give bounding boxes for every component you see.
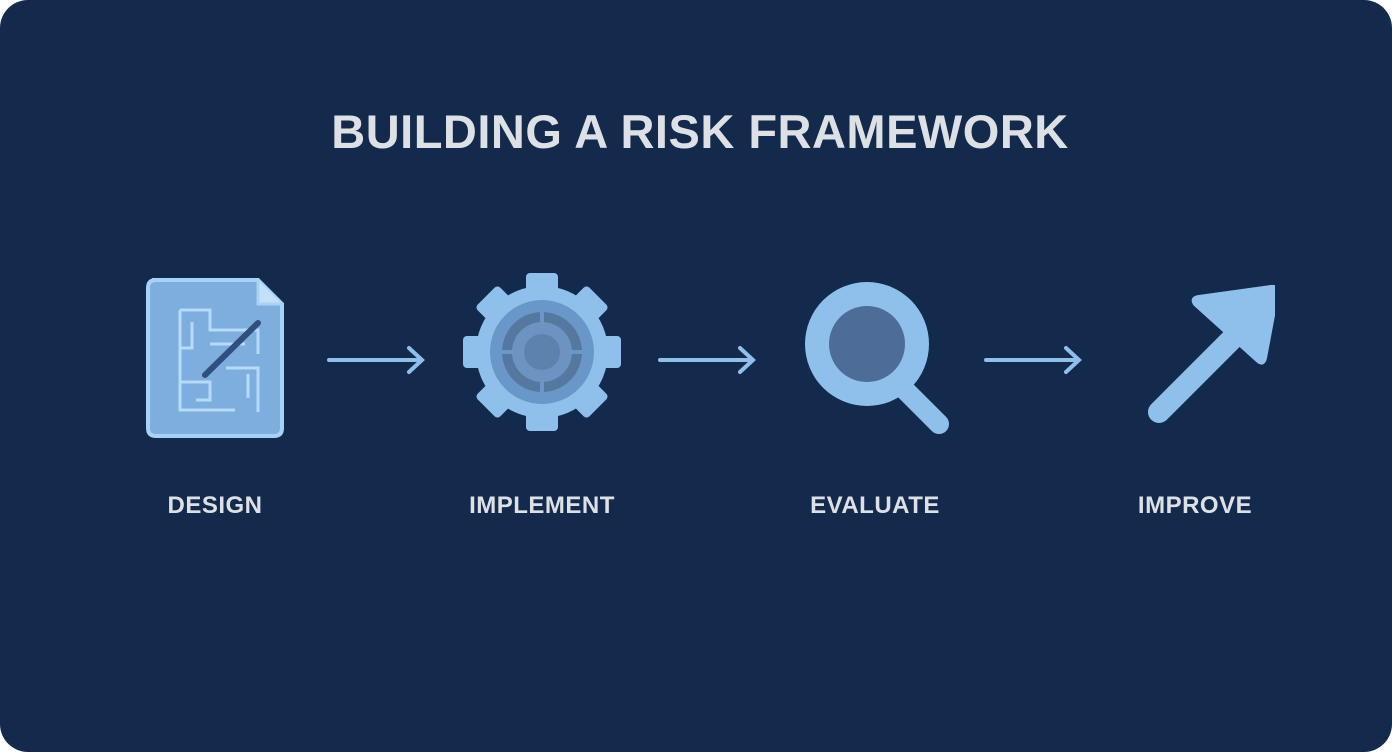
arrow-right-icon (656, 345, 760, 380)
blueprint-document-icon (146, 278, 284, 438)
step-label: IMPLEMENT (469, 492, 615, 519)
trending-up-arrow-icon (1148, 284, 1275, 423)
step-label: IMPROVE (1137, 492, 1253, 519)
diagram-title: BUILDING A RISK FRAMEWORK (331, 105, 1069, 158)
step-label: DESIGN (167, 492, 263, 519)
step-improve: IMPROVE (1095, 270, 1295, 530)
magnifying-glass-icon (805, 282, 949, 434)
step-implement: IMPLEMENT (442, 270, 642, 530)
step-design: DESIGN (115, 270, 315, 530)
step-evaluate: EVALUATE (775, 270, 975, 530)
arrow-right-icon (982, 345, 1086, 380)
gear-icon (463, 273, 621, 431)
arrow-right-icon (325, 345, 429, 380)
step-label: EVALUATE (810, 492, 940, 519)
